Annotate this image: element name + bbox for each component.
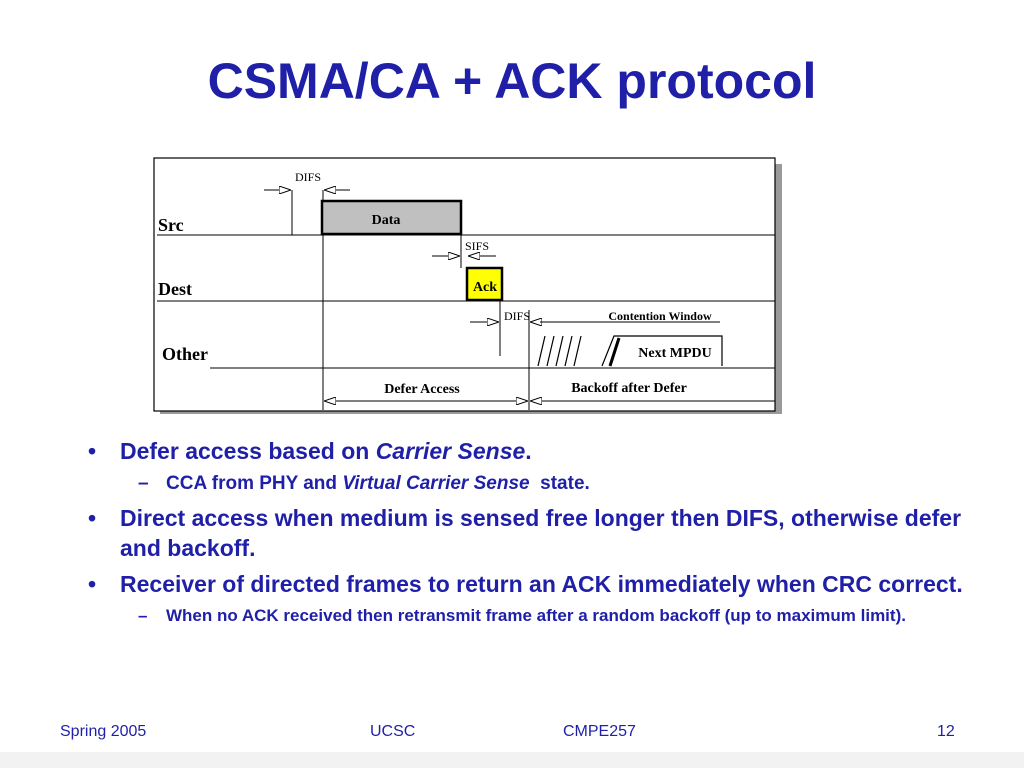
sub-bullet-item: – When no ACK received then retransmit f… xyxy=(88,605,988,627)
footer-date: Spring 2005 xyxy=(60,723,147,740)
footer-course: CMPE257 xyxy=(563,723,636,740)
footer-page-number: 12 xyxy=(937,723,955,740)
sifs-label: SIFS xyxy=(465,239,489,253)
bullet-item: • Direct access when medium is sensed fr… xyxy=(88,503,988,563)
dash-marker: – xyxy=(138,473,149,494)
sub-bullet-text: state. xyxy=(529,473,590,494)
next-mpdu-frame xyxy=(601,335,723,367)
data-frame xyxy=(320,199,463,236)
footer-institution: UCSC xyxy=(370,723,416,740)
diagram-frame xyxy=(153,157,776,412)
row-label-dest: Dest xyxy=(158,279,192,299)
bullet-text: Defer access based on xyxy=(120,438,376,464)
bullet-marker: • xyxy=(88,571,97,597)
bullet-list: • Defer access based on Carrier Sense. –… xyxy=(88,436,988,635)
backoff-after-defer-label: Backoff after Defer xyxy=(571,381,687,396)
data-frame-label: Data xyxy=(372,213,401,228)
sub-bullet-text: CCA from PHY and xyxy=(166,473,343,494)
contention-window-label: Contention Window xyxy=(608,309,712,323)
sub-bullet-emphasis: Virtual Carrier Sense xyxy=(342,473,530,494)
bullet-text: Direct access when medium is sensed free… xyxy=(120,505,962,561)
slide-title: CSMA/CA + ACK protocol xyxy=(207,53,817,109)
bullet-marker: • xyxy=(88,438,97,464)
dash-marker: – xyxy=(138,606,148,625)
sub-bullet-text: When no ACK received then retransmit fra… xyxy=(166,606,906,625)
bullet-text: Receiver of directed frames to return an… xyxy=(120,571,963,597)
next-mpdu-slash xyxy=(608,337,621,367)
bullet-emphasis: Carrier Sense xyxy=(375,438,526,464)
defer-access-label: Defer Access xyxy=(384,382,460,397)
difs-other-label: DIFS xyxy=(504,309,530,323)
bullet-item: • Defer access based on Carrier Sense. xyxy=(88,436,988,466)
row-label-src: Src xyxy=(158,215,184,235)
row-label-other: Other xyxy=(162,344,208,364)
next-mpdu-label: Next MPDU xyxy=(638,346,711,361)
difs-top-label: DIFS xyxy=(295,170,321,184)
bullet-marker: • xyxy=(88,505,97,531)
timing-diagram: Src Dest Other DIFS Data SIFS Ack DIFS C… xyxy=(153,157,782,414)
ack-frame-label: Ack xyxy=(473,280,497,295)
sub-bullet-item: – CCA from PHY and Virtual Carrier Sense… xyxy=(88,472,988,495)
bullet-item: • Receiver of directed frames to return … xyxy=(88,569,988,599)
backoff-slots xyxy=(537,335,582,367)
ack-frame xyxy=(465,266,504,302)
footer-band xyxy=(0,752,1024,768)
bullet-text: . xyxy=(525,438,532,464)
